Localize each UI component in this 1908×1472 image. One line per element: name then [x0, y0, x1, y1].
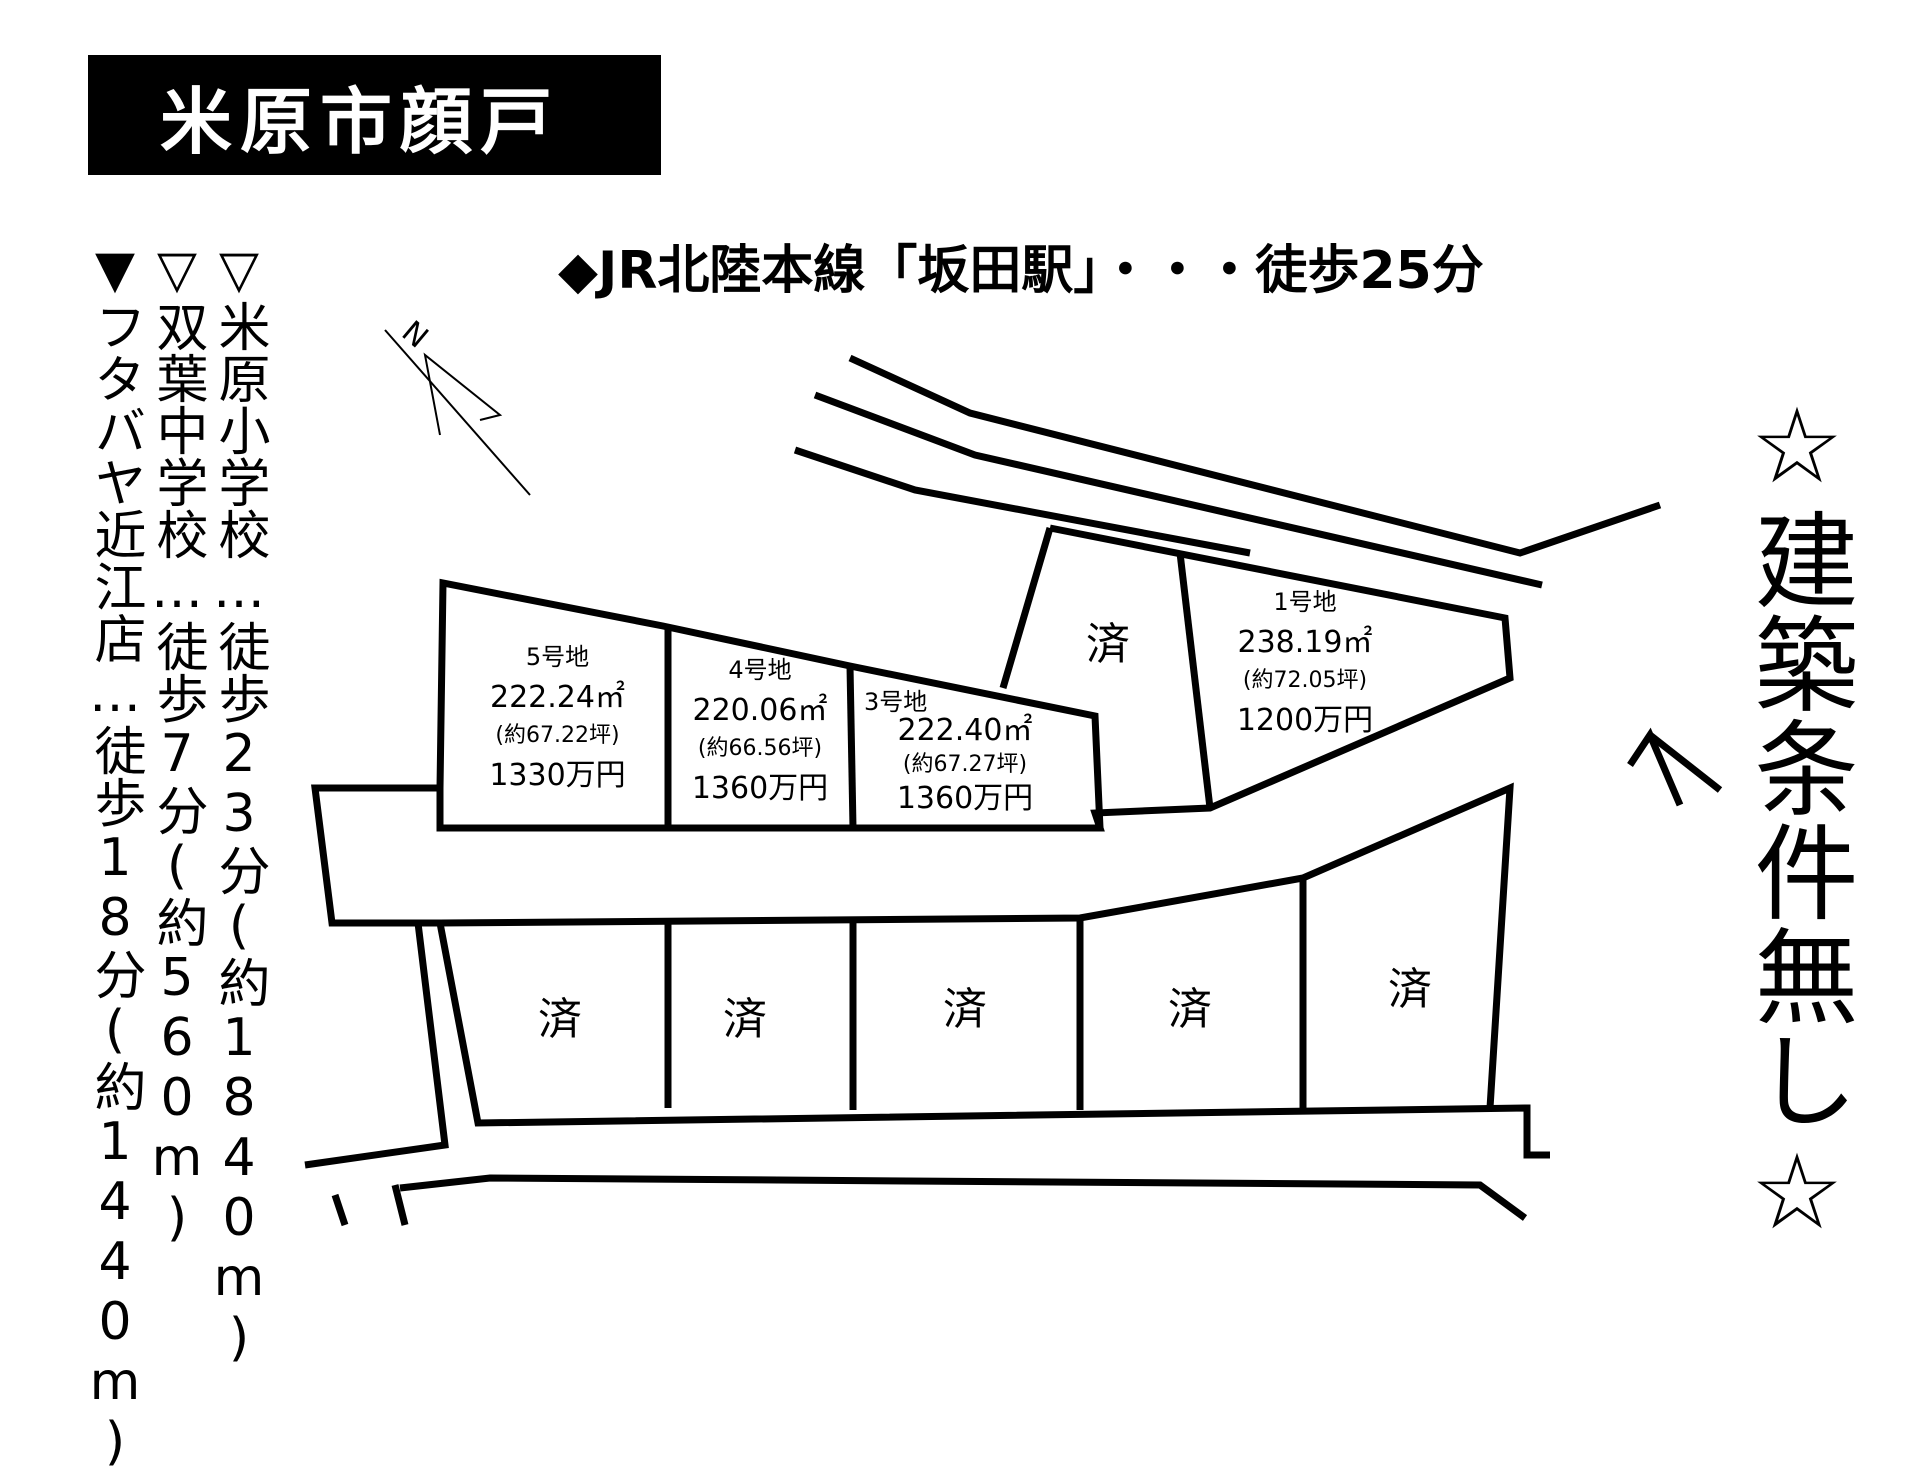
road-line — [793, 446, 1251, 557]
road-line — [304, 922, 449, 1169]
lot-1-label: 1号地 238.19㎡ (約72.05坪) 1200万円 — [1200, 590, 1410, 736]
road-line — [1647, 732, 1723, 793]
sold-label: 済 — [1168, 984, 1212, 1035]
road-line — [391, 1184, 409, 1226]
lot-4-price: 1360万円 — [691, 771, 829, 806]
block-outline — [439, 782, 1514, 1109]
nearby-school-1: ▽米原小学校…徒歩23分(約1840m) — [209, 240, 269, 1368]
block-outline — [436, 578, 1104, 829]
site-plan-map: N — [304, 314, 1723, 1227]
lot-3-area: 222.40㎡ — [897, 713, 1033, 748]
lot-5-price: 1330万円 — [489, 758, 626, 793]
lot-5-area: 222.24㎡ — [490, 680, 625, 715]
lot-1-name: 1号地 — [1273, 588, 1337, 616]
nearby-school-2: ▽双葉中学校…徒歩7分(約560m) — [147, 240, 207, 1248]
sold-label: 済 — [1388, 964, 1432, 1015]
station-info: ◆JR北陸本線「坂田駅」・・・徒歩25分 — [558, 241, 1484, 301]
road-line — [399, 1174, 1528, 1221]
north-arrow: N — [384, 314, 531, 496]
lot-1-area: 238.19㎡ — [1237, 625, 1373, 660]
sold-label: 済 — [943, 984, 987, 1035]
road-line — [848, 354, 1662, 557]
lot-4-name: 4号地 — [728, 656, 792, 684]
road-line — [813, 391, 1543, 589]
lot-5-label: 5号地 222.24㎡ (約67.22坪) 1330万円 — [450, 645, 665, 791]
lot-3-tsubo: (約67.27坪) — [902, 752, 1028, 777]
sold-label: 済 — [538, 994, 582, 1045]
road-line — [1627, 727, 1684, 807]
block-outline — [436, 922, 1550, 1159]
sold-label: 済 — [1086, 619, 1130, 670]
lot-divider — [846, 665, 857, 829]
lot-4-tsubo: (約66.56坪) — [697, 736, 823, 761]
lot-4-label: 4号地 220.06㎡ (約66.56坪) 1360万円 — [670, 658, 850, 804]
lot-divider — [999, 527, 1054, 689]
lot-1-tsubo: (約72.05坪) — [1242, 668, 1368, 693]
lot-4-area: 220.06㎡ — [692, 693, 828, 728]
lot-3-label: 3号地 222.40㎡ (約67.27坪) 1360万円 — [860, 690, 1070, 814]
title-box: 米原市顔戸 — [88, 55, 661, 175]
page-title: 米原市顔戸 — [160, 79, 561, 164]
road-line — [331, 1193, 349, 1227]
nearby-store: ▼フタバヤ近江店…徒歩18分(約1440m) — [85, 240, 145, 1472]
lot-5-tsubo: (約67.22坪) — [495, 723, 620, 748]
lot-5-name: 5号地 — [525, 643, 590, 671]
lot-3-price: 1360万円 — [896, 781, 1034, 816]
building-condition: ☆建築条件無し☆ — [1736, 385, 1858, 1253]
lot-1-price: 1200万円 — [1236, 703, 1374, 738]
lot-3-name: 3号地 — [864, 688, 928, 716]
lot-divider — [1176, 552, 1214, 809]
sold-label: 済 — [723, 994, 767, 1045]
